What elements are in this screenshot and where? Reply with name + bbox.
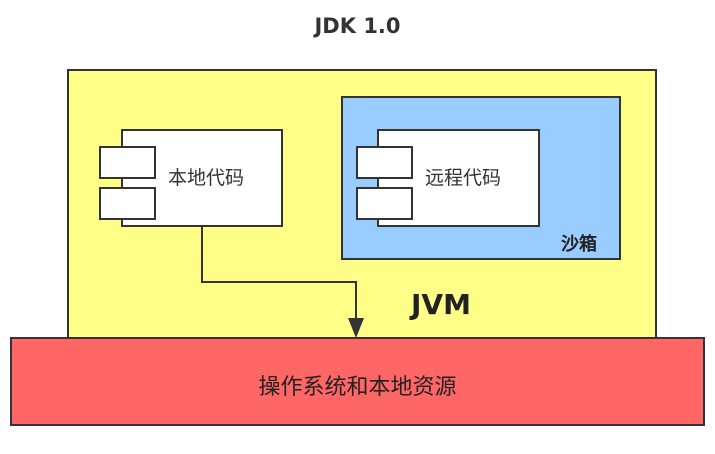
sandbox-label: 沙箱 <box>561 234 597 255</box>
remote-code-label: 远程代码 <box>425 167 502 189</box>
local-code-component-tab-top <box>99 146 156 179</box>
os-resources-box <box>10 337 705 426</box>
remote-code-component-tab-bottom <box>356 187 413 220</box>
remote-code-component-tab-top <box>356 146 413 179</box>
os-resources-label: 操作系统和本地资源 <box>258 375 457 400</box>
jvm-label: JVM <box>411 288 471 321</box>
diagram-title: JDK 1.0 <box>314 14 401 38</box>
local-code-label: 本地代码 <box>168 167 245 189</box>
local-code-component-tab-bottom <box>99 187 156 220</box>
